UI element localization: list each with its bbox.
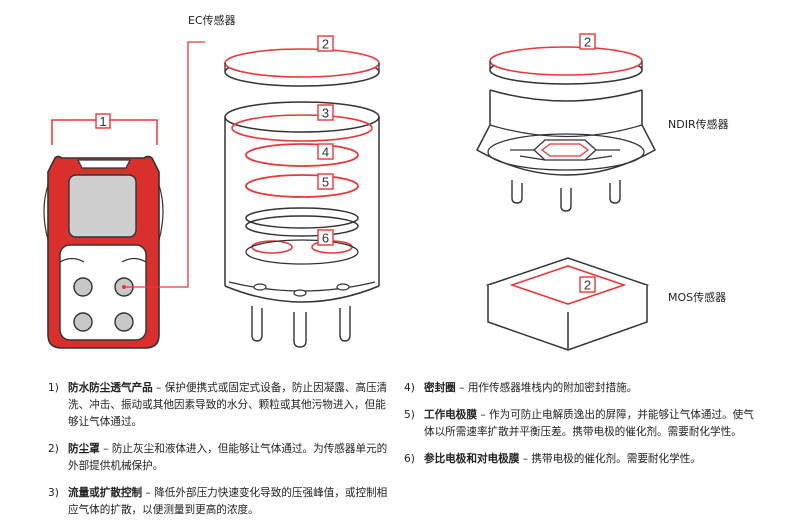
callout-2-mos: 2 [579,276,596,293]
svg-text:2: 2 [584,35,591,50]
note-item: 1)防水防尘透气产品 – 保护便携式或固定式设备，防止因凝露、高压清洗、冲击、振… [48,382,388,428]
ndir-sensor [475,46,657,212]
note-item: 2)防尘罩 – 防止灰尘和液体进入，但能够让气体通过。为传感器单元的外部提供机械… [48,443,388,472]
label-ec-sensor: EC传感器 [188,14,236,27]
note-item: 3)流量或扩散控制 – 降低外部压力快速变化导致的压强峰值，或控制相应气体的扩散… [48,487,388,516]
notes-left: 1)防水防尘透气产品 – 保护便携式或固定式设备，防止因凝露、高压清洗、冲击、振… [48,380,388,529]
svg-text:6: 6 [322,231,329,246]
mos-film [509,265,627,305]
device-button [114,312,134,332]
svg-text:2: 2 [584,278,591,293]
svg-text:3: 3 [322,106,329,121]
note-item: 4)密封圈 – 用作传感器堆栈内的附加密封措施。 [404,382,638,394]
ndir-chip [533,139,597,161]
device-button [73,277,93,297]
callout-2-ec: 2 [317,35,334,52]
callout-4: 4 [317,143,334,160]
mos-sensor [485,257,650,351]
callout-1: 1 [95,113,111,129]
svg-text:4: 4 [322,145,329,160]
callout-2-ndir: 2 [579,33,596,50]
device-screen [68,174,137,238]
svg-text:5: 5 [322,175,329,190]
connector-line [124,41,205,288]
note-item: 5)工作电极膜 – 作为可防止电解质逸出的屏障，并能够让气体通过。使气体以所需速… [404,409,754,438]
device-button [73,312,93,332]
sensor-diagram: 1 2 3 4 5 6 2 2 [43,33,657,351]
svg-text:1: 1 [99,114,106,129]
callout-6: 6 [317,229,334,246]
notes-right: 4)密封圈 – 用作传感器堆栈内的附加密封措施。 5)工作电极膜 – 作为可防止… [404,380,754,478]
svg-text:2: 2 [322,37,329,52]
note-item: 6)参比电极和对电极膜 – 携带电极的催化剂。需要耐化学性。 [404,453,701,465]
callout-5: 5 [317,173,334,190]
gas-detector-device [43,119,164,349]
label-mos-sensor: MOS传感器 [668,291,727,304]
label-ndir-sensor: NDIR传感器 [668,118,729,131]
callout-3: 3 [317,104,334,121]
ec-sensor [224,48,380,348]
